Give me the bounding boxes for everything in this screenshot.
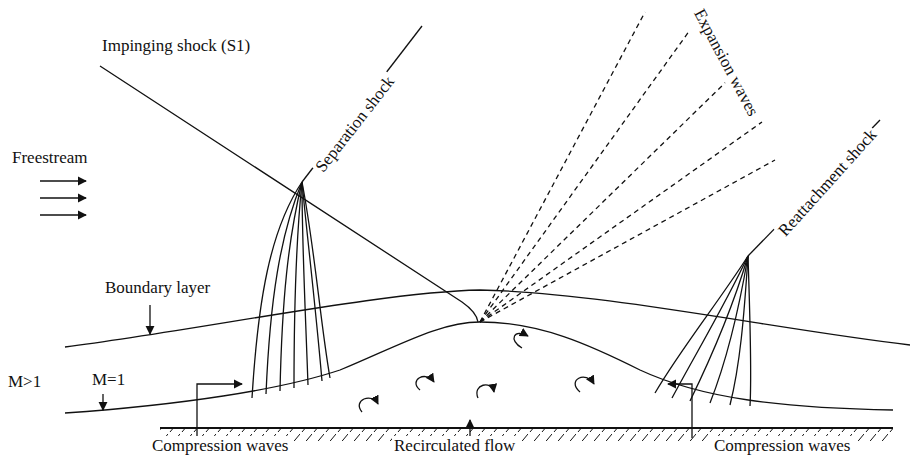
region-label: Recirculated flow: [392, 436, 517, 456]
wave-label: Compression waves: [712, 436, 852, 456]
recirculation-arrows: [359, 333, 594, 412]
mach-label: M=1: [90, 370, 127, 390]
shock-label: Reattachment shock: [773, 124, 882, 242]
impinging-shock: [100, 66, 478, 322]
compression-fan-left: [252, 182, 330, 398]
flow-label: Freestream: [10, 148, 90, 168]
boundary-layer-edge: [65, 290, 910, 347]
region-label: Boundary layer: [103, 278, 212, 298]
sonic-leader: [102, 394, 103, 410]
wave-label: Expansion waves: [688, 4, 763, 122]
mach-label: M>1: [6, 372, 43, 392]
compression-right-leader: [668, 384, 692, 438]
sonic-line: [65, 322, 893, 413]
wave-label: Compression waves: [150, 436, 290, 456]
freestream-arrows: [40, 181, 86, 215]
shock-label: Separation shock: [310, 71, 400, 178]
wall: [160, 427, 893, 429]
shock-label: Impinging shock (S1): [100, 36, 252, 56]
separation-shock: [302, 26, 422, 182]
compression-left-leader: [197, 384, 242, 438]
boundary-layer-leader: [149, 305, 150, 334]
